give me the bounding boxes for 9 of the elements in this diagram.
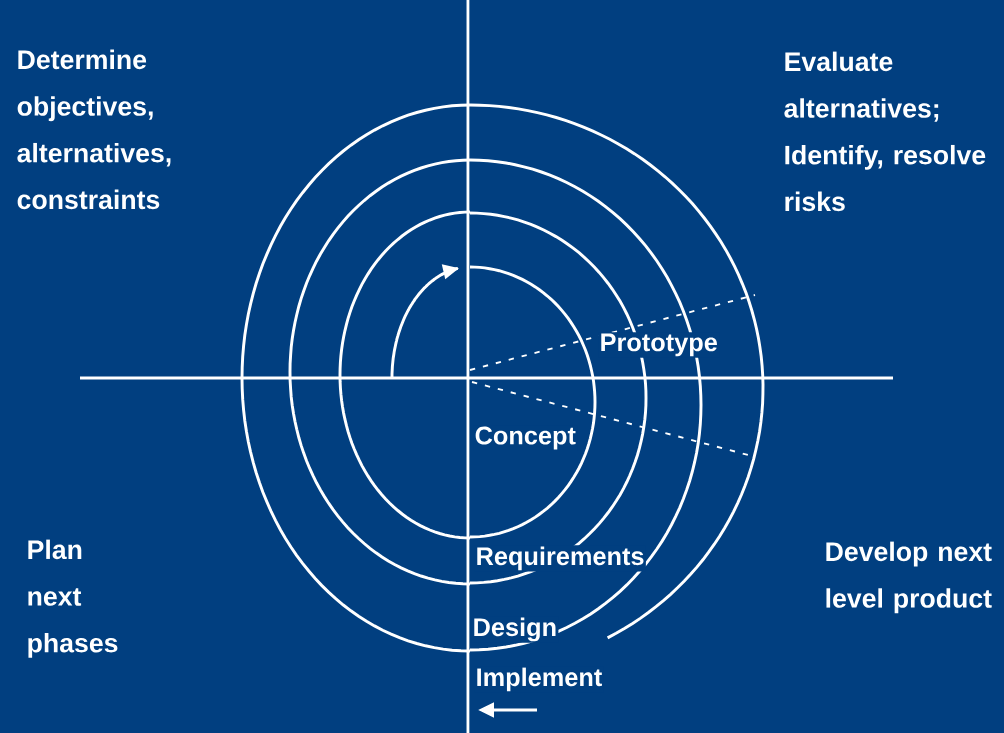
quadrant-label: Evaluate alternatives; Identify, resolve risks bbox=[784, 51, 986, 212]
phase-label: Design bbox=[471, 616, 559, 643]
quadrant-label: Develop next level product bbox=[826, 541, 992, 614]
quadrant-label: Determine objectives, alternatives, constraints bbox=[17, 49, 171, 210]
phase-label: Implement bbox=[474, 666, 604, 693]
phase-label: Prototype bbox=[598, 332, 720, 358]
phase-label: Concept bbox=[473, 425, 578, 451]
quadrant-label: Plan next phases bbox=[28, 539, 118, 658]
phase-label: Requirements bbox=[474, 545, 646, 572]
